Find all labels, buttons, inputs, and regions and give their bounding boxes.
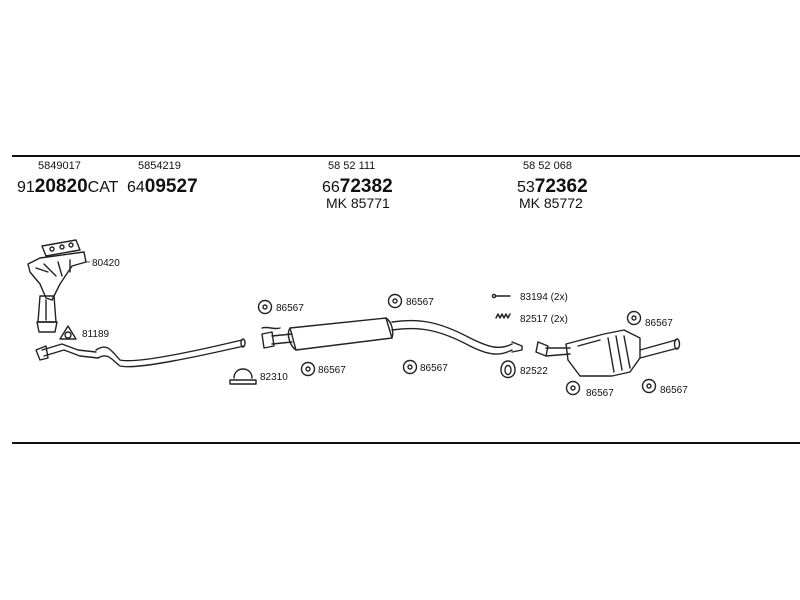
part-prefix: 53	[517, 179, 535, 196]
part-number-rear-silencer: 5372362	[517, 177, 588, 196]
label-hanger: 86567	[406, 297, 434, 308]
part-code: 20820	[34, 176, 88, 197]
rubber-hanger-icon	[565, 380, 581, 396]
part-code: 72362	[534, 176, 588, 197]
manifold-gasket-icon	[41, 239, 81, 257]
front-pipe-icon	[35, 338, 246, 368]
rubber-hanger-icon	[300, 361, 316, 377]
label-bolt: 83194 (2x)	[520, 292, 568, 303]
rear-silencer-icon	[535, 329, 681, 377]
ref-number-cat: 5849017	[38, 160, 81, 172]
ref-number-rear-silencer: 58 52 068	[523, 160, 572, 172]
rubber-hanger-icon	[402, 359, 418, 375]
catalytic-manifold-icon	[27, 251, 87, 333]
label-spring: 82517 (2x)	[520, 314, 568, 325]
sealing-ring-icon	[500, 360, 516, 379]
part-suffix: CAT	[87, 179, 119, 196]
rubber-hanger-icon	[387, 293, 403, 309]
label-hanger: 86567	[318, 365, 346, 376]
mk-number-middle: MK 85771	[326, 195, 390, 211]
clamp-icon	[229, 368, 257, 385]
part-number-middle-silencer: 6672382	[322, 177, 393, 196]
label-hanger: 86567	[660, 385, 688, 396]
rubber-hanger-icon	[626, 310, 642, 326]
bolt-icon	[491, 293, 511, 299]
label-hanger: 86567	[420, 363, 448, 374]
rubber-hanger-icon	[257, 299, 273, 315]
part-code: 09527	[144, 176, 198, 197]
rubber-hanger-icon	[641, 378, 657, 394]
middle-silencer-icon	[261, 317, 523, 355]
label-clamp: 82310	[260, 372, 288, 383]
part-number-cat: 9120820CAT	[17, 177, 118, 196]
label-hanger: 86567	[586, 388, 614, 399]
label-ring: 82522	[520, 366, 548, 377]
part-prefix: 66	[322, 179, 340, 196]
gasket-ring-icon	[59, 325, 77, 340]
top-rule	[12, 155, 800, 157]
part-prefix: 91	[17, 179, 35, 196]
part-code: 72382	[339, 176, 393, 197]
spring-icon	[495, 313, 511, 319]
label-hanger: 86567	[276, 303, 304, 314]
label-hanger: 86567	[645, 318, 673, 329]
bottom-rule	[12, 442, 800, 444]
ref-number-front-pipe: 5854219	[138, 160, 181, 172]
ref-number-middle-silencer: 58 52 111	[328, 160, 376, 172]
mk-number-rear: MK 85772	[519, 195, 583, 211]
label-manifold: 80420	[92, 258, 120, 269]
part-prefix: 64	[127, 179, 145, 196]
part-number-front-pipe: 6409527	[127, 177, 198, 196]
label-gasket: 81189	[82, 329, 110, 340]
